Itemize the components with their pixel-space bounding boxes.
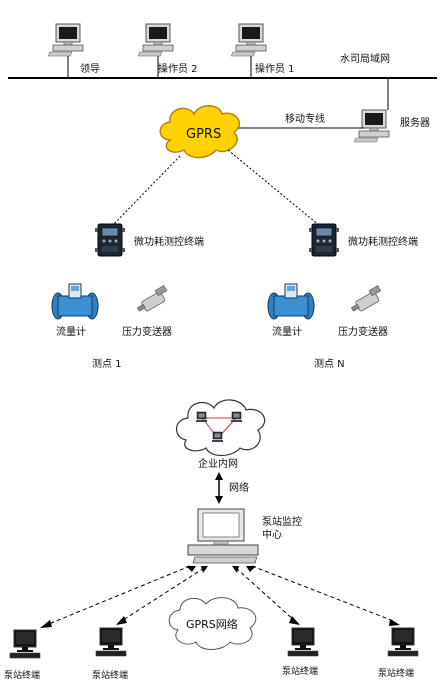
terminal-siteN-label: 微功耗测控终端 [348, 235, 418, 248]
pc-operator2-icon [137, 23, 174, 57]
network-label: 网络 [229, 481, 249, 494]
server-icon [353, 109, 390, 143]
lan-label: 水司局域网 [340, 52, 390, 65]
intranet-cloud [175, 399, 266, 457]
terminal-siteN-icon [308, 223, 340, 257]
pressure-site1-icon [136, 285, 168, 313]
pressure-siteN-label: 压力变送器 [338, 325, 388, 338]
gprs-link-siteN [227, 149, 321, 227]
station-terminal-3-icon [287, 627, 319, 657]
pressure-site1-label: 压力变送器 [122, 325, 172, 338]
station-links [43, 565, 397, 627]
station-terminal-2-icon [95, 627, 127, 657]
station-terminal-1-icon [9, 629, 41, 659]
terminal-site1-label: 微功耗测控终端 [134, 235, 204, 248]
network-arrow-icon [215, 472, 223, 504]
intranet-label: 企业内网 [198, 457, 238, 470]
flow-meter-site1-icon [51, 283, 99, 320]
station-terminal-4-icon [387, 627, 419, 657]
siteN-label: 测点 N [314, 357, 345, 370]
workstation-1-icon [195, 411, 208, 423]
flow-meter-site1-label: 流量计 [56, 325, 86, 338]
pc-operator2-label: 操作员 2 [158, 62, 198, 75]
gprs-link-site1 [111, 155, 181, 227]
center-label-line1: 泵站监控 [262, 515, 302, 528]
workstation-3-icon [211, 431, 224, 443]
gprs-cloud: GPRS [159, 105, 240, 159]
station-terminal-4-label: 泵站终端 [378, 667, 414, 679]
station-terminal-2-label: 泵站终端 [92, 669, 128, 681]
site1-label: 测点 1 [92, 357, 122, 370]
pc-operator1-icon [230, 23, 267, 57]
gprs-network-label: GPRS网络 [186, 617, 238, 631]
flow-meter-siteN-label: 流量计 [272, 325, 302, 338]
pressure-siteN-icon [350, 285, 382, 313]
gprs-network-cloud: GPRS网络 [168, 597, 257, 650]
pc-leader-label: 领导 [80, 62, 100, 75]
station-terminal-1-label: 泵站终端 [4, 669, 40, 681]
dedicated-line-label: 移动专线 [285, 112, 325, 125]
monitoring-center-icon [187, 508, 259, 564]
pc-operator1-label: 操作员 1 [255, 62, 295, 75]
pc-leader-icon [47, 23, 84, 57]
workstation-2-icon [230, 411, 243, 423]
server-label: 服务器 [400, 116, 430, 129]
terminal-site1-icon [94, 223, 126, 257]
station-terminal-3-label: 泵站终端 [282, 665, 318, 677]
center-label-line2: 中心 [262, 528, 282, 541]
gprs-label: GPRS [186, 127, 221, 142]
flow-meter-siteN-icon [267, 283, 315, 320]
